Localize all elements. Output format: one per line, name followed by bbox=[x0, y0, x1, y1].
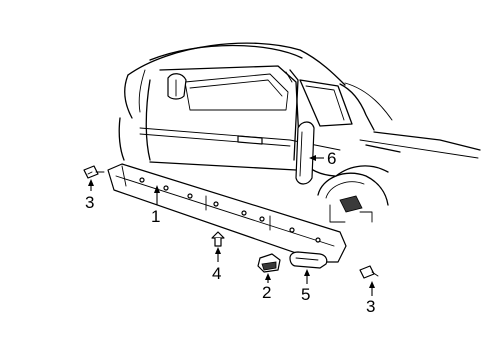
callout-6: 6 bbox=[327, 149, 336, 168]
callout-2: 2 bbox=[262, 283, 271, 302]
callout-5: 5 bbox=[301, 285, 310, 304]
callout-1: 1 bbox=[151, 207, 160, 226]
callout-3-right: 3 bbox=[366, 297, 375, 316]
screw-part-right bbox=[359, 265, 379, 279]
clip-part bbox=[257, 253, 281, 273]
callout-4: 4 bbox=[212, 264, 221, 283]
leader-lines bbox=[88, 155, 375, 296]
vehicle-body bbox=[118, 42, 481, 223]
rear-applique-part bbox=[295, 121, 315, 185]
rocker-molding-part bbox=[107, 163, 347, 263]
push-pin-part bbox=[211, 231, 225, 247]
reflector-part bbox=[289, 251, 328, 269]
callout-3-left: 3 bbox=[85, 193, 94, 212]
screw-part-left bbox=[83, 165, 105, 179]
